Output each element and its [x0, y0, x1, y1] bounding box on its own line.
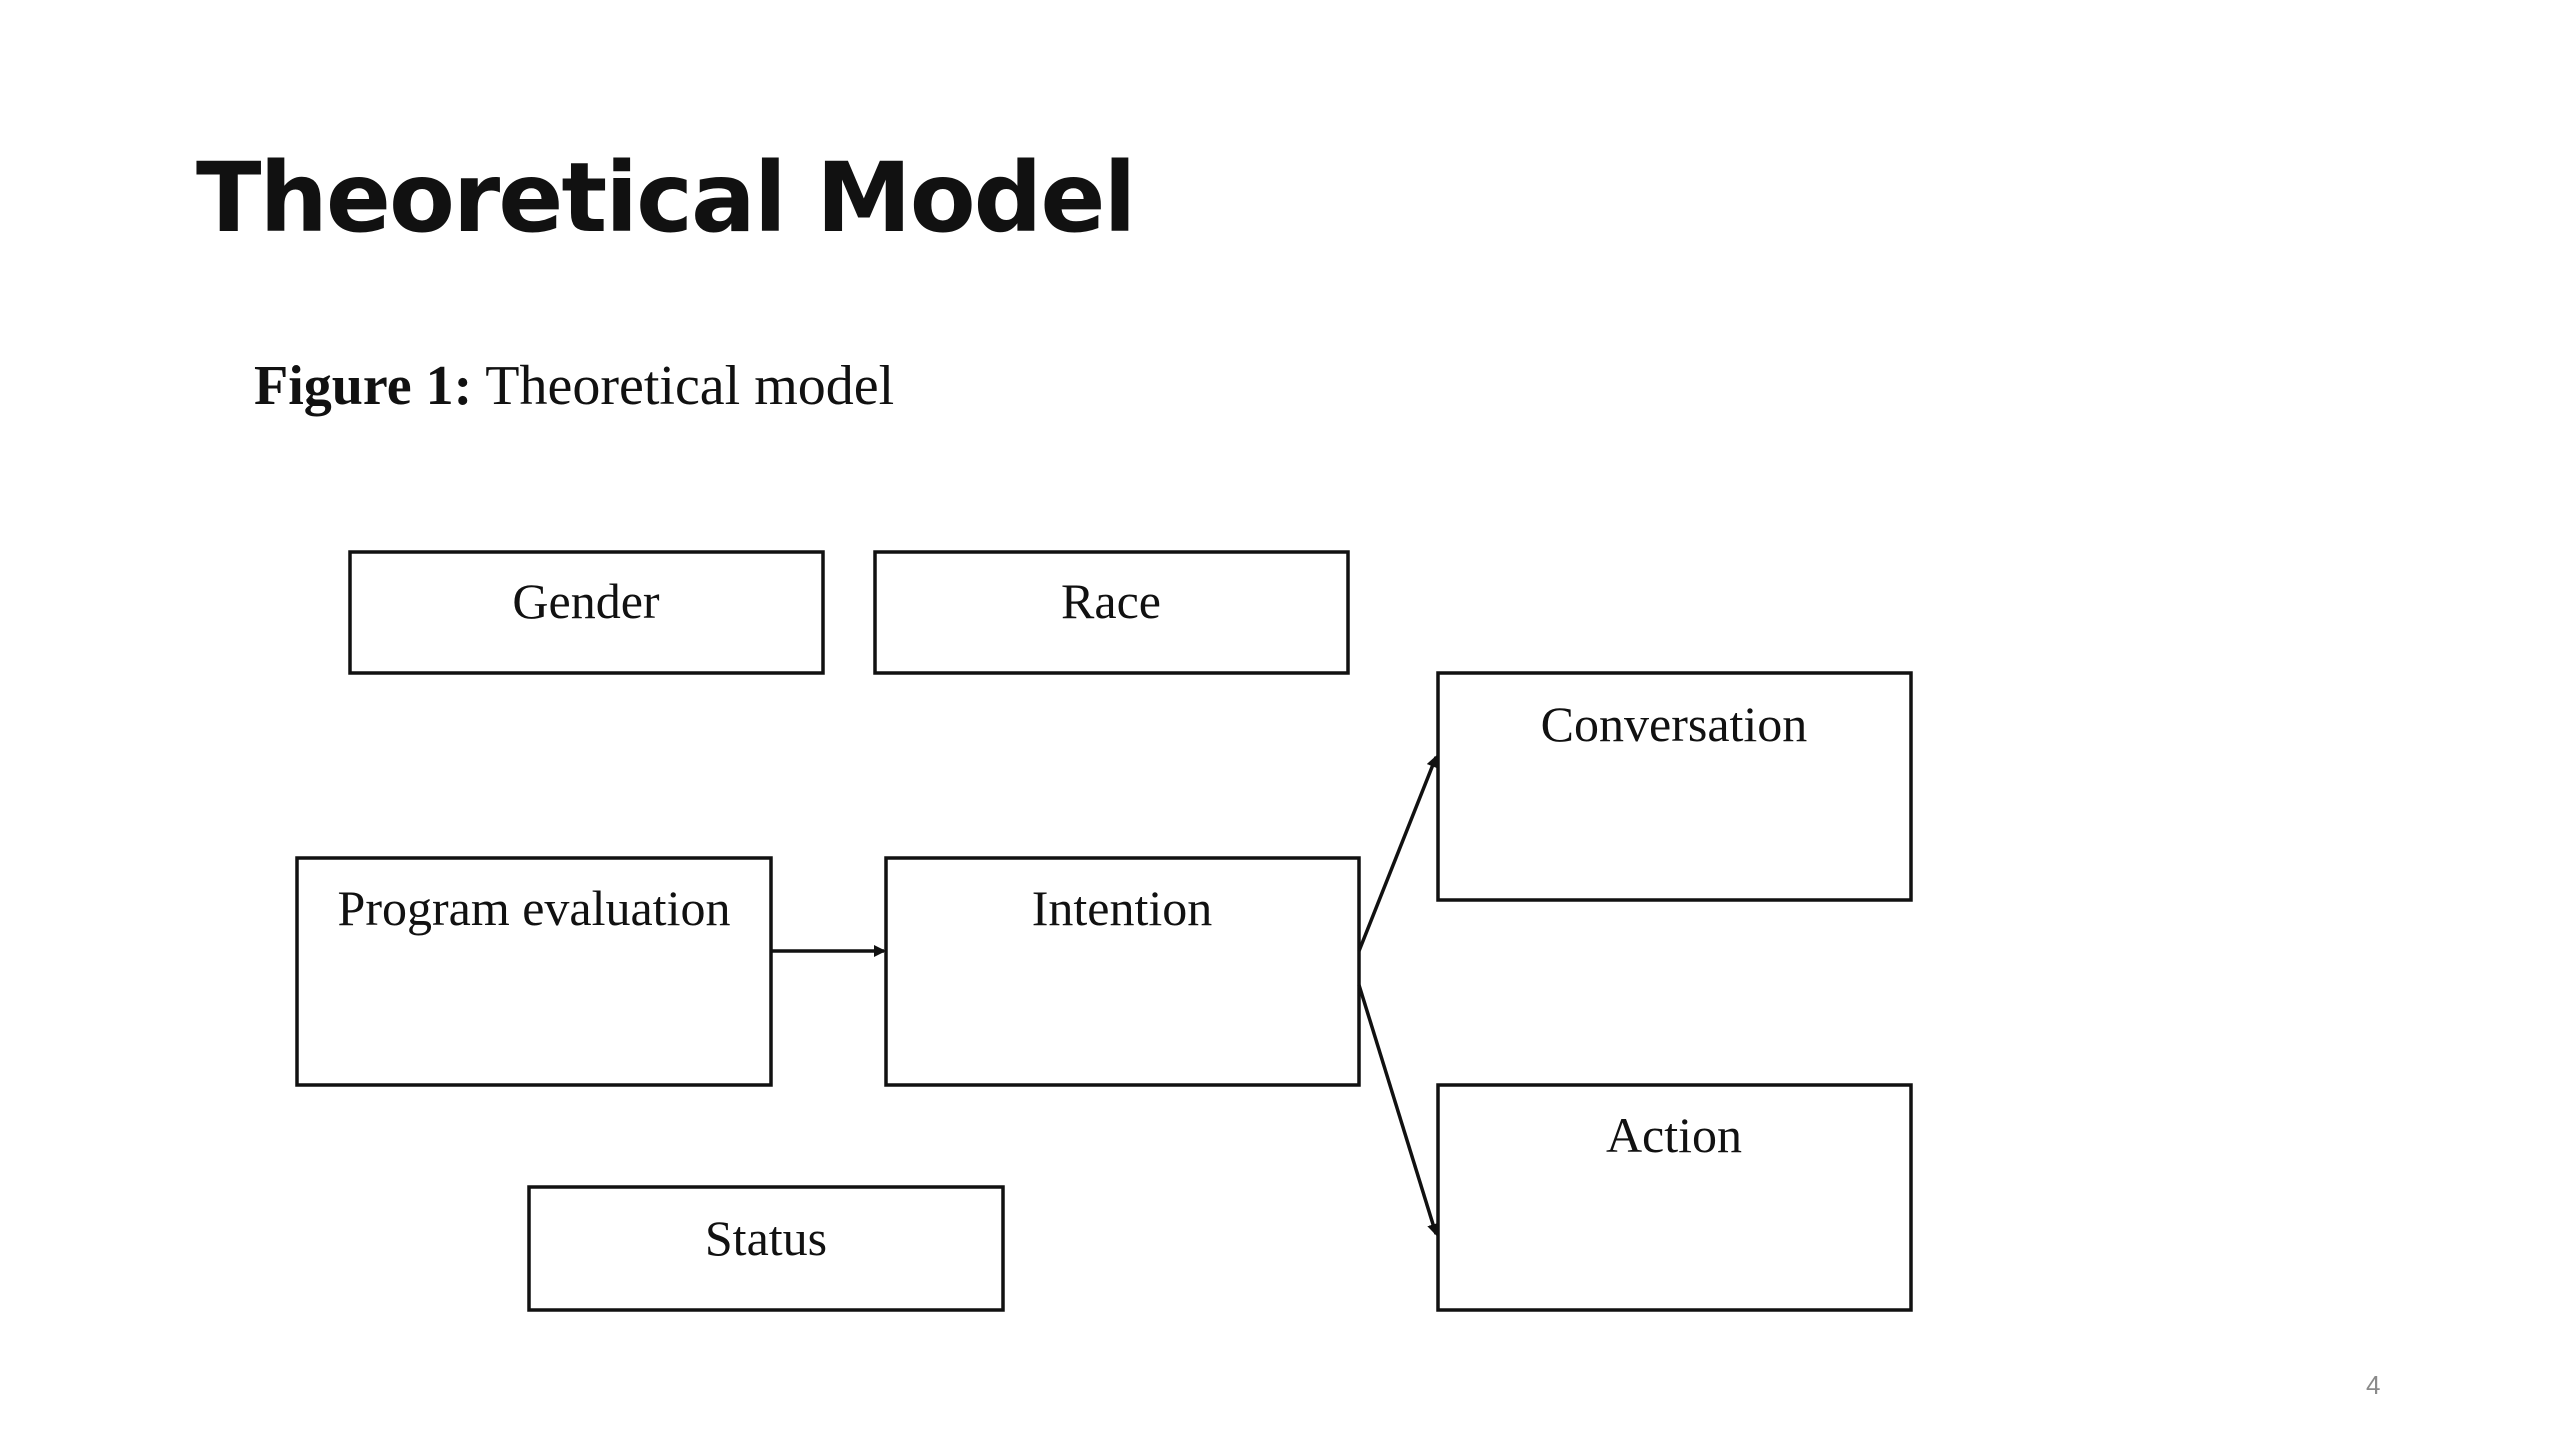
node-status-box	[527, 1185, 1005, 1312]
node-conversation: Conversation	[1436, 671, 1913, 902]
node-gender: Gender	[348, 550, 825, 675]
node-action-label: Action	[1606, 1107, 1742, 1163]
node-intention: Intention	[884, 856, 1361, 1087]
node-gender-box	[348, 550, 825, 675]
figure-caption-label: Figure 1:	[254, 355, 473, 417]
node-status-label: Status	[705, 1210, 827, 1266]
node-intention-label: Intention	[1032, 880, 1213, 936]
node-program-evaluation: Program evaluation	[295, 856, 773, 1087]
node-status: Status	[527, 1185, 1005, 1312]
figure-caption: Figure 1: Theoretical model	[254, 358, 894, 414]
node-intention-box	[884, 856, 1361, 1087]
page-number: 4	[2366, 1370, 2381, 1400]
node-race: Race	[873, 550, 1350, 675]
node-gender-label: Gender	[512, 573, 659, 629]
node-conversation-box	[1436, 671, 1913, 902]
slide-title: Theoretical Model	[196, 142, 1136, 254]
figure-caption-text: Theoretical model	[472, 355, 895, 417]
node-race-label: Race	[1061, 573, 1161, 629]
arrow-intention-to-action	[1357, 984, 1439, 1236]
arrow-intention-to-conversation	[1357, 755, 1438, 952]
node-race-box	[873, 550, 1350, 675]
node-action-box	[1436, 1083, 1913, 1312]
node-program-evaluation-box	[295, 856, 773, 1087]
node-program-evaluation-label: Program evaluation	[338, 880, 731, 936]
node-conversation-label: Conversation	[1541, 696, 1808, 752]
node-action: Action	[1436, 1083, 1913, 1312]
